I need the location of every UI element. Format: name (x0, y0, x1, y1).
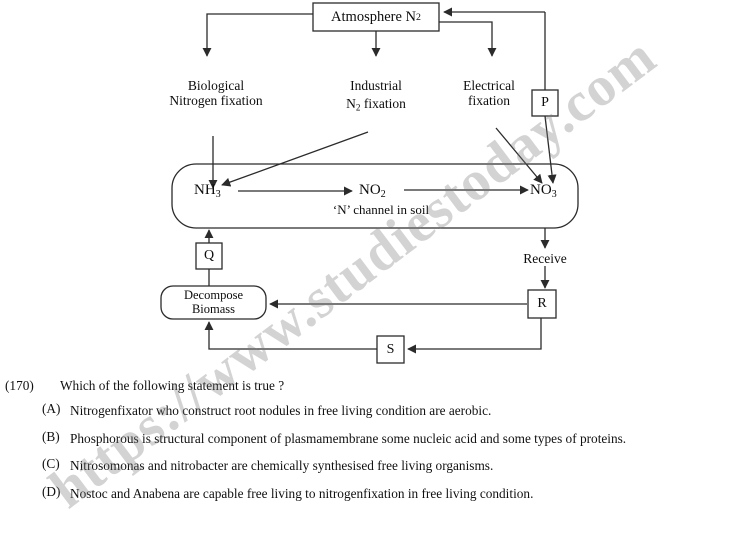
arrow-atmosphere-to-biological (202, 13, 313, 57)
atmosphere-text: Atmosphere N (331, 8, 417, 25)
r-box-label: R (528, 290, 556, 318)
arrow-s-to-decompose (204, 321, 377, 350)
question-number: (170) (5, 378, 34, 393)
arrow-r-to-s (407, 318, 542, 354)
industrial-subscript: 2 (355, 102, 361, 113)
s-letter: S (386, 341, 395, 357)
no3-label: NO3 (530, 182, 557, 200)
atmosphere-subscript: 2 (416, 11, 421, 23)
atmosphere-box (312, 2, 440, 32)
option-c-text: Nitrosomonas and nitrobacter are chemica… (70, 458, 494, 474)
question-stem-row: (170) Which of the following statement i… (0, 378, 744, 394)
nitrogen-cycle-diagram (160, 2, 579, 364)
option-d-key: (D) (42, 483, 61, 499)
biological-line-2: Nitrogen fixation (169, 93, 263, 109)
question-stem: Which of the following statement is true… (60, 378, 285, 393)
option-b[interactable]: (B) Phosphorous is structural component … (0, 429, 744, 450)
electrical-fixation-label: Electrical fixation (463, 78, 515, 108)
question-block: (170) Which of the following statement i… (0, 378, 744, 511)
electrical-line-2: fixation (468, 93, 510, 109)
q-box-label: Q (196, 243, 222, 269)
option-a-text: Nitrogenfixator who construct root nodul… (70, 403, 492, 418)
decompose-biomass-box (160, 285, 267, 320)
soil-channel-box (171, 163, 579, 229)
option-d[interactable]: (D) Nostoc and Anabena are capable free … (0, 484, 744, 505)
biological-line-1: Biological (187, 78, 245, 93)
option-c-key: (C) (42, 456, 60, 472)
decompose-biomass-label: Decompose Biomass (161, 286, 266, 319)
p-box-label: P (532, 90, 558, 116)
option-c[interactable]: (C) Nitrosomonas and nitrobacter are che… (0, 456, 744, 477)
s-box (376, 335, 405, 364)
nh3-label: NH3 (194, 182, 221, 200)
soil-channel-caption: ‘N’ channel in soil (332, 202, 430, 217)
industrial-line-2: N2 fixation (346, 96, 406, 113)
nh3-subscript: 3 (215, 188, 221, 200)
p-letter: P (541, 95, 549, 110)
arrow-atmosphere-to-electrical (439, 21, 497, 57)
no3-subscript: 3 (551, 188, 557, 200)
decompose-line-2: Biomass (191, 301, 236, 316)
arrow-p-to-no3 (544, 115, 557, 184)
q-box (195, 242, 223, 270)
option-b-key: (B) (42, 428, 60, 444)
p-box (531, 89, 559, 117)
decompose-line-1: Decompose (183, 288, 243, 303)
r-letter: R (537, 296, 547, 311)
no2-text: NO (359, 182, 381, 198)
s-box-label: S (377, 336, 404, 363)
receive-label: Receive (523, 251, 567, 266)
industrial-fixation-word: fixation (360, 96, 406, 112)
option-d-text: Nostoc and Anabena are capable free livi… (70, 485, 534, 501)
biological-fixation-label: Biological Nitrogen fixation (169, 78, 262, 108)
industrial-fixation-label: Industrial N2 fixation (346, 78, 406, 113)
option-b-text: Phosphorous is structural component of p… (70, 430, 627, 446)
industrial-n: N (346, 96, 356, 112)
arrow-industrial-to-nh3 (221, 131, 369, 187)
industrial-line-1: Industrial (350, 78, 402, 93)
electrical-line-1: Electrical (463, 78, 515, 93)
no2-subscript: 2 (380, 188, 386, 200)
option-a[interactable]: (A) Nitrogenfixator who construct root n… (0, 401, 744, 422)
option-a-key: (A) (42, 401, 61, 416)
no3-text: NO (530, 182, 552, 198)
r-box (527, 289, 557, 319)
nh3-text: NH (194, 182, 216, 198)
q-letter: Q (203, 248, 215, 263)
arrow-electrical-to-no3 (495, 127, 543, 184)
no2-label: NO2 (359, 182, 386, 200)
